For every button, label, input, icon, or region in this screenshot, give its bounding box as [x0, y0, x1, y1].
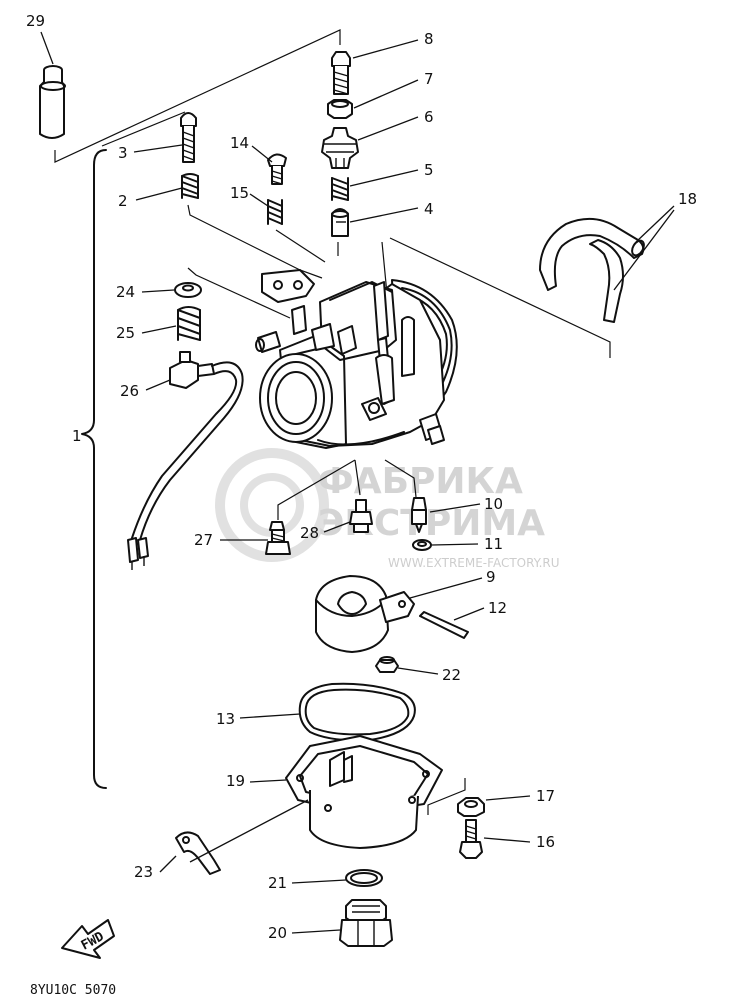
- label-part-3: 3: [118, 144, 128, 162]
- label-part-7: 7: [424, 70, 434, 88]
- label-part-9: 9: [486, 568, 496, 586]
- part-11-clip: [412, 539, 432, 551]
- label-part-29: 29: [26, 12, 45, 30]
- part-3-screw: [180, 112, 197, 163]
- leader-lines: [40, 31, 675, 934]
- label-part-4: 4: [424, 200, 434, 218]
- part-number-labels: 1 2 3 4 5 6 7 8 9 10 11 12 13 14 15 16 1…: [26, 12, 697, 942]
- label-part-14: 14: [230, 134, 249, 152]
- part-17-washer: [457, 797, 485, 817]
- label-part-21: 21: [268, 874, 287, 892]
- part-4-plunger: [331, 208, 349, 237]
- label-part-5: 5: [424, 161, 434, 179]
- label-part-23: 23: [134, 863, 153, 881]
- label-part-12: 12: [488, 599, 507, 617]
- part-22-plug: [375, 656, 399, 673]
- label-part-27: 27: [194, 531, 213, 549]
- label-part-19: 19: [226, 772, 245, 790]
- diagram-code: 8YU10C 5070: [30, 983, 116, 998]
- part-23-clamp: [175, 831, 221, 875]
- label-part-1: 1: [72, 427, 82, 445]
- part-15-spring: [267, 199, 283, 225]
- part-28-jet-holder: [349, 499, 373, 533]
- label-part-28: 28: [300, 524, 319, 542]
- label-part-18: 18: [678, 190, 697, 208]
- choke-cable: [127, 361, 244, 570]
- label-part-6: 6: [424, 108, 434, 126]
- part-5-spring: [331, 177, 349, 201]
- label-part-26: 26: [120, 382, 139, 400]
- part-14-screw: [267, 153, 287, 185]
- part-29-tube: [39, 65, 66, 139]
- label-part-20: 20: [268, 924, 287, 942]
- part-21-o-ring: [345, 869, 383, 887]
- label-part-11: 11: [484, 535, 503, 553]
- part-8-bolt: [331, 51, 351, 95]
- part-25-spring: [177, 306, 201, 341]
- part-2-spring: [181, 173, 199, 199]
- watermark-url: WWW.EXTREME-FACTORY.RU: [388, 556, 560, 570]
- part-27-main-jet: [265, 521, 291, 555]
- part-19-float-bowl: [285, 735, 443, 849]
- label-part-10: 10: [484, 495, 503, 513]
- label-part-8: 8: [424, 30, 434, 48]
- part-20-drain-plug: [339, 899, 393, 947]
- label-part-13: 13: [216, 710, 235, 728]
- label-part-25: 25: [116, 324, 135, 342]
- part-10-needle-valve: [411, 497, 427, 533]
- label-part-24: 24: [116, 283, 135, 301]
- part-16-screw: [459, 819, 483, 859]
- label-part-17: 17: [536, 787, 555, 805]
- part-9-float: [315, 575, 415, 653]
- label-part-2: 2: [118, 192, 128, 210]
- label-part-22: 22: [442, 666, 461, 684]
- part-6-valve-seat: [321, 127, 359, 169]
- fwd-arrow: FWD: [61, 919, 115, 959]
- carburetor-body: [255, 269, 458, 449]
- label-part-16: 16: [536, 833, 555, 851]
- watermark-line1: ФАБРИКА: [318, 461, 523, 502]
- part-12-float-pin: [419, 611, 469, 639]
- assembly-bracket: [81, 149, 107, 789]
- part-7-nut: [327, 99, 353, 119]
- part-26-plunger-fitting: [169, 351, 215, 389]
- part-18-hose: [539, 217, 645, 323]
- label-part-15: 15: [230, 184, 249, 202]
- part-24-washer: [174, 282, 202, 298]
- part-13-gasket: [298, 682, 416, 742]
